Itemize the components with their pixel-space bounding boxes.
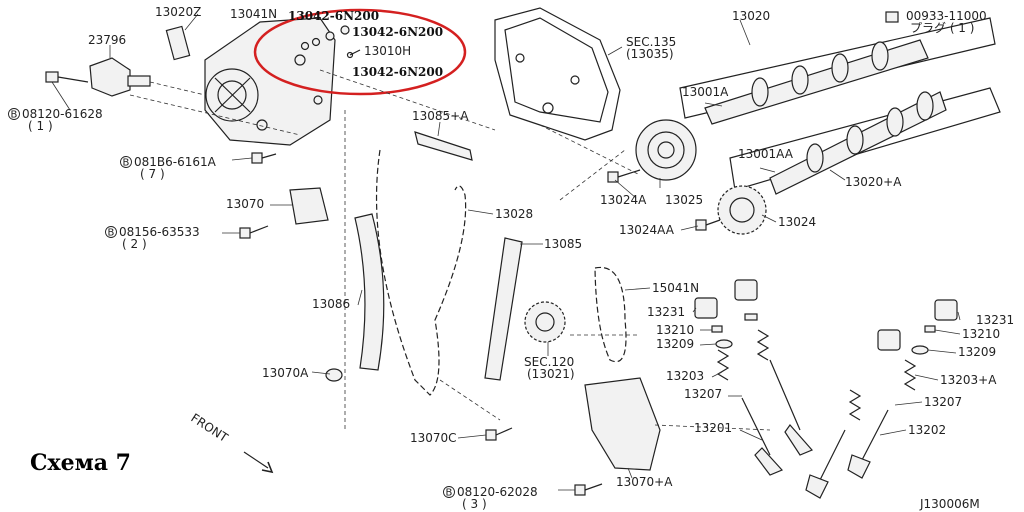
label-13024: 13024 bbox=[778, 215, 816, 229]
leader-lines bbox=[51, 13, 961, 491]
tensioner-13070 bbox=[289, 187, 329, 225]
label-13041N: 13041N bbox=[230, 7, 277, 21]
bolt-08120-61628 bbox=[45, 71, 89, 83]
bolt-08156-63533 bbox=[239, 225, 269, 239]
label-13203plusA: 13203+A bbox=[940, 373, 997, 387]
front-label: FRONT bbox=[188, 411, 231, 445]
highlight-label-middle: 13042-6N200 bbox=[352, 25, 443, 39]
bolt-markers: B B B B bbox=[8, 108, 455, 499]
label-13209-right: 13209 bbox=[958, 345, 996, 359]
label-sec120: SEC.120 bbox=[524, 355, 574, 369]
bolt-13024AA bbox=[695, 219, 721, 231]
front-cover-assembly bbox=[204, 17, 336, 146]
label-13028: 13028 bbox=[495, 207, 533, 221]
tensioner-13070plusA bbox=[584, 377, 661, 471]
label-13020Z: 13020Z bbox=[155, 5, 201, 19]
diagram-code: J130006M bbox=[919, 497, 980, 511]
chain-guide-13085 bbox=[484, 237, 523, 381]
label-13024A: 13024A bbox=[600, 193, 647, 207]
crank-sprocket-sec120 bbox=[524, 301, 566, 343]
label-13202: 13202 bbox=[908, 423, 946, 437]
label-08120-61628-qty: ( 1 ) bbox=[28, 119, 53, 133]
plug-00933 bbox=[885, 11, 899, 23]
label-13231-left: 13231 bbox=[647, 305, 685, 319]
label-00933-11000: 00933-11000 bbox=[906, 9, 987, 23]
label-13085: 13085 bbox=[544, 237, 582, 251]
highlight-label-top: 13042-6N200 bbox=[288, 9, 379, 23]
label-13231-right: 13231 bbox=[976, 313, 1014, 327]
label-13001AA: 13001AA bbox=[738, 147, 794, 161]
label-13201: 13201 bbox=[694, 421, 732, 435]
bolt-marker-3: B bbox=[108, 228, 115, 239]
bolt-13024A bbox=[607, 169, 641, 183]
cam-sprocket-13024 bbox=[717, 185, 767, 235]
label-081B6-6161A: 081B6-6161A bbox=[134, 155, 217, 169]
label-13020plusA: 13020+A bbox=[845, 175, 902, 189]
label-08120-61628: 08120-61628 bbox=[22, 107, 103, 121]
label-00933-note: プラグ ( 1 ) bbox=[910, 21, 974, 35]
label-13070A: 13070A bbox=[262, 366, 309, 380]
label-13210-right: 13210 bbox=[962, 327, 1000, 341]
label-13207-right: 13207 bbox=[924, 395, 962, 409]
label-13001A: 13001A bbox=[682, 85, 729, 99]
label-081B6-6161A-qty: ( 7 ) bbox=[140, 167, 165, 181]
highlighted-part-numbers: 13042-6N200 13042-6N200 13042-6N200 bbox=[288, 9, 443, 79]
rocker-cover-sec135 bbox=[494, 7, 621, 141]
bolt-marker-1: B bbox=[11, 110, 18, 121]
label-15041N: 15041N bbox=[652, 281, 699, 295]
timing-chain-15041N bbox=[594, 266, 627, 363]
highlight-label-bottom: 13042-6N200 bbox=[352, 65, 443, 79]
label-08156-63533: 08156-63533 bbox=[119, 225, 200, 239]
label-sec120-code: (13021) bbox=[527, 367, 575, 381]
label-08156-63533-qty: ( 2 ) bbox=[122, 237, 147, 251]
label-13070plusA: 13070+A bbox=[616, 475, 673, 489]
bolt-08120-62028 bbox=[574, 483, 603, 496]
cam-sprocket-13025 bbox=[635, 119, 697, 181]
label-08120-62028: 08120-62028 bbox=[457, 485, 538, 499]
valve-train-left bbox=[694, 279, 814, 476]
chain-guide-13085A bbox=[414, 131, 473, 161]
label-08120-62028-qty: ( 3 ) bbox=[462, 497, 487, 511]
label-13070C: 13070C bbox=[410, 431, 457, 445]
cam-sensor-23796 bbox=[89, 57, 151, 97]
bolt-13070C bbox=[485, 427, 513, 441]
label-13086: 13086 bbox=[312, 297, 350, 311]
camshaft-13020A bbox=[729, 87, 1001, 195]
label-sec135-code: (13035) bbox=[626, 47, 674, 61]
diagram-caption: Схема 7 bbox=[30, 450, 131, 476]
bolt-081B6-6161A bbox=[251, 152, 277, 164]
label-13207-left: 13207 bbox=[684, 387, 722, 401]
label-13210-left: 13210 bbox=[656, 323, 694, 337]
valve-train-right bbox=[805, 299, 958, 499]
label-23796: 23796 bbox=[88, 33, 126, 47]
label-13025: 13025 bbox=[665, 193, 703, 207]
label-13203: 13203 bbox=[666, 369, 704, 383]
timing-chain-13028 bbox=[375, 149, 467, 396]
bolt-marker-4: B bbox=[446, 488, 453, 499]
gasket-parts-13042 bbox=[300, 25, 361, 59]
label-13024AA: 13024AA bbox=[619, 223, 675, 237]
label-sec135: SEC.135 bbox=[626, 35, 676, 49]
front-indicator: FRONT bbox=[188, 411, 274, 474]
label-13010H: 13010H bbox=[364, 44, 411, 58]
label-13209-left: 13209 bbox=[656, 337, 694, 351]
camshaft-13020 bbox=[679, 17, 996, 125]
bolt-13070A bbox=[325, 368, 343, 382]
highlight-circle bbox=[253, 8, 467, 96]
label-13070: 13070 bbox=[226, 197, 264, 211]
label-13085A: 13085+A bbox=[412, 109, 469, 123]
oil-filler-13020Z bbox=[165, 25, 191, 61]
part-labels: 13020Z 13041N 23796 08120-61628 ( 1 ) 08… bbox=[22, 5, 1014, 511]
bolt-marker-2: B bbox=[123, 158, 130, 169]
label-13020: 13020 bbox=[732, 9, 770, 23]
chain-guide-13086 bbox=[354, 213, 385, 371]
